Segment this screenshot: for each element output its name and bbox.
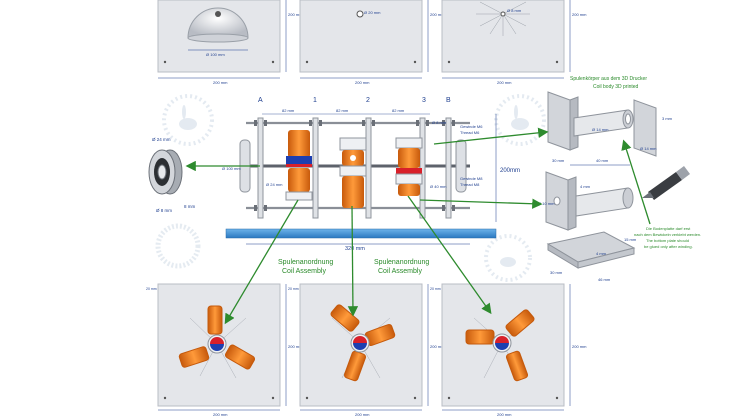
top-plate-3: Ø 8 mm 200 mm 200 mm <box>441 0 587 85</box>
coil-body-w46: 46 mm <box>598 277 611 282</box>
coil-module-2 <box>339 137 367 208</box>
section-label-a: A <box>258 97 263 104</box>
note-line-4: be glued only after winding. <box>644 244 693 249</box>
section-label-1: 1 <box>313 97 317 104</box>
base-length: 320 mm <box>345 246 365 252</box>
coil-body-w4b: 4 mm <box>596 251 607 256</box>
assembly-frame: A 1 2 3 B 82 mm 82 mm 82 mm <box>222 97 520 252</box>
coil-module-3 <box>395 137 423 196</box>
assembly-height: 200mm <box>500 168 520 174</box>
coil-body-title-de: Spulenkörper aus dem 3D Drucker <box>570 76 647 82</box>
section-label-2: 2 <box>366 97 370 104</box>
right-dim-d40: Ø 40 mm <box>430 184 447 189</box>
rabbit-watermark-bottom <box>484 234 532 282</box>
coil-body-w30: 30 mm <box>552 158 565 163</box>
arrow-to-plate-2 <box>347 205 359 317</box>
right-dim-d8: Ø 8 mm <box>432 120 447 125</box>
bottom-plate-1-dim-side: 200 mm <box>288 344 303 349</box>
thread-m8-de: Gewinde M8 <box>460 176 483 181</box>
bottom-plate-3: 20 mm 200 mm 200 mm <box>430 283 587 417</box>
coil-assembly-label-2-de: Spulenanordnung <box>374 259 429 266</box>
radial-guide-lines <box>476 1 530 36</box>
coil-body-w15: 15 mm <box>624 237 637 242</box>
coil-body-d10: Ø 10 mm <box>538 201 555 206</box>
thread-m6-de: Gewinde M6 <box>460 124 483 129</box>
bottom-plate-1-small: 20 mm <box>146 287 157 291</box>
bottom-plate-2: 20 mm 200 mm 200 mm <box>288 283 445 417</box>
coil-body-d14a: Ø 14 mm <box>592 127 609 132</box>
top-plate-1: Ø 100 mm 200 mm 200 mm <box>157 0 303 85</box>
bearing-width: 8 mm <box>184 204 196 209</box>
bottom-plate-2-dim-side: 200 mm <box>430 344 445 349</box>
rabbit-watermark-right <box>494 94 546 146</box>
arrow-to-coil-body-bottom <box>419 198 543 209</box>
top-plate-2-dim-side: 200 mm <box>430 12 445 17</box>
top-plate-1-dim-bottom: 200 mm <box>213 80 228 85</box>
spacing-label-2: 82 mm <box>336 108 349 113</box>
base-rail <box>225 228 497 239</box>
glue-tube-icon <box>642 166 690 200</box>
bottom-plate-3-dim-bottom: 200 mm <box>497 412 512 417</box>
thread-m8-en: Thread M8 <box>460 182 480 187</box>
connector-arrows <box>185 127 651 325</box>
coil-body-w30b: 30 mm <box>550 270 563 275</box>
arrow-to-plate-3 <box>407 195 492 315</box>
bottom-plate-2-small: 20 mm <box>288 287 299 291</box>
ball-bearing: Ø 24 mm Ø 8 mm 8 mm <box>148 137 196 213</box>
top-plate-2-dim-bottom: 200 mm <box>355 80 370 85</box>
note-line-1: Die Bodenplatte darf erst <box>646 226 691 231</box>
top-plate-3-dim-bottom: 200 mm <box>497 80 512 85</box>
right-end-disc <box>455 139 467 193</box>
coil-body-3d: Spulenkörper aus dem 3D Drucker Coil bod… <box>538 76 701 282</box>
top-plate-2: Ø 20 mm 200 mm 200 mm <box>299 0 445 85</box>
bottom-plate-3-dim-side: 200 mm <box>572 344 587 349</box>
top-plate-1-hole-label: Ø 100 mm <box>206 52 225 57</box>
coil-assembly-label-2-en: Coil Assembly <box>378 268 422 275</box>
nuts <box>254 120 455 211</box>
thread-m6-en: Thread M6 <box>460 130 480 135</box>
note-line-3: The bottom plate should <box>646 238 689 243</box>
note-line-2: nach dem Bewickeln verklebt werden. <box>634 232 701 237</box>
coil-body-w4: 4 mm <box>580 184 591 189</box>
rabbit-watermark-left <box>162 94 214 146</box>
bottom-plate-1-dim-bottom: 200 mm <box>213 412 228 417</box>
top-plate-3-hole-label: Ø 8 mm <box>507 8 522 13</box>
arrow-to-plate-1 <box>224 199 299 325</box>
arrow-to-coil-body-top <box>433 127 549 145</box>
left-small-dim: Ø 24 mm <box>266 182 283 187</box>
section-label-b: B <box>446 97 451 104</box>
bottom-plate-2-dim-bottom: 200 mm <box>355 412 370 417</box>
coil-assembly-label-1-en: Coil Assembly <box>282 268 326 275</box>
coil-body-w3: 3 mm <box>662 116 673 121</box>
coil-body-title-en: Coil body 3D printed <box>593 84 639 90</box>
coil-module-1 <box>285 130 313 201</box>
bottom-plate-3-small: 20 mm <box>430 287 441 291</box>
arrow-note-to-plate <box>621 139 651 225</box>
bottom-plate-1: 20 mm 200 mm 200 mm <box>146 283 303 417</box>
section-label-3: 3 <box>422 97 426 104</box>
coil-assembly-label-1-de: Spulenanordnung <box>278 259 333 266</box>
coil-body-w40: 40 mm <box>596 158 609 163</box>
left-dim: Ø 100 mm <box>222 166 241 171</box>
coil-body-d14b: Ø 14 mm <box>640 146 657 151</box>
spacing-label-1: 82 mm <box>282 108 295 113</box>
top-plate-2-hole-label: Ø 20 mm <box>364 10 381 15</box>
bearing-outer: Ø 24 mm <box>152 137 171 142</box>
top-plate-3-dim-side: 200 mm <box>572 12 587 17</box>
bearing-inner: Ø 8 mm <box>156 208 172 213</box>
top-plate-1-dim-side: 200 mm <box>288 12 303 17</box>
spacing-label-3: 82 mm <box>392 108 405 113</box>
wheel-watermark-left <box>155 223 201 269</box>
